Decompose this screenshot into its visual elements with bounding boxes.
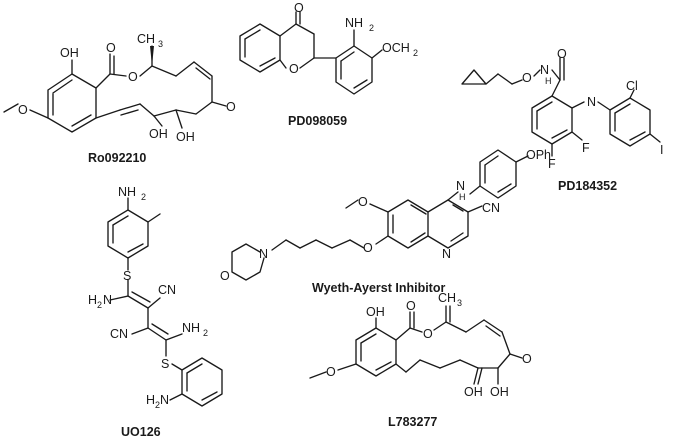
l783277-atom-label: OH <box>366 305 385 319</box>
l783277-atom-label: OH <box>464 385 483 399</box>
uo126-atom-label: H <box>146 393 155 407</box>
l783277-atom-label: 3 <box>457 298 462 308</box>
pd184352-atom-label: O <box>522 71 532 85</box>
l783277-bonds <box>309 305 523 385</box>
uo126-atom-label: CN <box>158 283 176 297</box>
ro092210-bonds <box>3 45 227 133</box>
ro092210-atom-label: O <box>226 100 236 114</box>
pd184352-atom-label: F <box>548 157 556 171</box>
l783277-atom-label: OH <box>490 385 509 399</box>
l783277-atom-label: O <box>406 299 416 313</box>
pd098059-name: PD098059 <box>288 114 347 128</box>
wyeth-ayerst-atom-label: N <box>442 247 451 261</box>
uo126-atom-label: 2 <box>155 400 160 410</box>
l783277-atom-label: O <box>522 352 532 366</box>
uo126-atom-label: 2 <box>97 300 102 310</box>
wyeth-ayerst-atom-label: N <box>456 179 465 193</box>
ro092210-atom-label: OH <box>60 46 79 60</box>
wyeth-ayerst-atom-label: O <box>363 241 373 255</box>
wyeth-ayerst-bonds <box>231 149 529 281</box>
pd184352-atom-label: N <box>587 95 596 109</box>
ro092210-name: Ro092210 <box>88 151 146 165</box>
pd098059-bonds <box>239 11 383 95</box>
ro092210-wedge-bond <box>150 46 154 66</box>
ro092210-atom-label: OH <box>176 130 195 144</box>
pd184352-atom-label: Cl <box>626 79 638 93</box>
wyeth-ayerst-name: Wyeth-Ayerst Inhibitor <box>312 281 445 295</box>
pd184352-atom-label: N <box>540 63 549 77</box>
pd098059-atom-label: 2 <box>369 23 374 33</box>
pd184352-atom-label: I <box>660 143 663 157</box>
pd098059-atom-label: O <box>294 1 304 15</box>
pd098059-atom-label: OCH <box>382 41 410 55</box>
structure-pd184352: O N H O Cl N F F I PD184352 <box>461 47 663 193</box>
l783277-name: L783277 <box>388 415 437 429</box>
uo126-name: UO126 <box>121 425 161 439</box>
ro092210-atom-label: O <box>128 70 138 84</box>
uo126-atom-label: H <box>88 293 97 307</box>
ro092210-atom-label: O <box>18 103 28 117</box>
uo126-atom-label: N <box>103 293 112 307</box>
structure-pd098059: O O NH 2 OCH 2 PD098059 <box>239 1 418 128</box>
pd098059-atom-label: O <box>289 62 299 76</box>
pd098059-atom-label: 2 <box>413 48 418 58</box>
l783277-atom-label: O <box>423 327 433 341</box>
wyeth-ayerst-atom-label: N <box>259 247 268 261</box>
l783277-atom-label: O <box>326 365 336 379</box>
ro092210-atom-label: CH <box>137 32 155 46</box>
ro092210-atom-label: 3 <box>158 39 163 49</box>
uo126-atom-label: NH <box>118 185 136 199</box>
wyeth-ayerst-atom-label: CN <box>482 201 500 215</box>
pd098059-atom-label: NH <box>345 16 363 30</box>
wyeth-ayerst-atom-label: H <box>459 192 466 202</box>
pd184352-atom-label: F <box>582 141 590 155</box>
l783277-atom-label: CH <box>438 291 456 305</box>
uo126-atom-label: N <box>160 393 169 407</box>
uo126-atom-label: 2 <box>141 192 146 202</box>
pd184352-atom-label: H <box>545 76 552 86</box>
wyeth-ayerst-atom-label: OPh <box>526 148 551 162</box>
wyeth-ayerst-atom-label: O <box>358 195 368 209</box>
pd184352-bonds <box>461 57 661 157</box>
uo126-atom-label: CN <box>110 327 128 341</box>
structure-ro092210: OH O O CH 3 O O OH OH Ro092210 <box>3 32 236 165</box>
ro092210-atom-label: O <box>106 41 116 55</box>
uo126-bonds <box>107 197 223 407</box>
uo126-atom-label: S <box>123 269 131 283</box>
uo126-atom-label: NH <box>182 321 200 335</box>
structure-uo126: NH 2 S H 2 N CN CN NH 2 S H 2 N UO126 <box>88 185 223 439</box>
pd184352-name: PD184352 <box>558 179 617 193</box>
uo126-atom-label: S <box>161 357 169 371</box>
structure-wyeth-ayerst-inhibitor: OPh N H O CN O N N O Wyeth-Ayerst Inhibi… <box>220 148 551 295</box>
uo126-atom-label: 2 <box>203 328 208 338</box>
pd184352-atom-label: O <box>557 47 567 61</box>
ro092210-atom-label: OH <box>149 127 168 141</box>
wyeth-ayerst-atom-label: O <box>220 269 230 283</box>
structure-l783277: OH O CH 3 O O O OH OH L783277 <box>309 291 532 429</box>
